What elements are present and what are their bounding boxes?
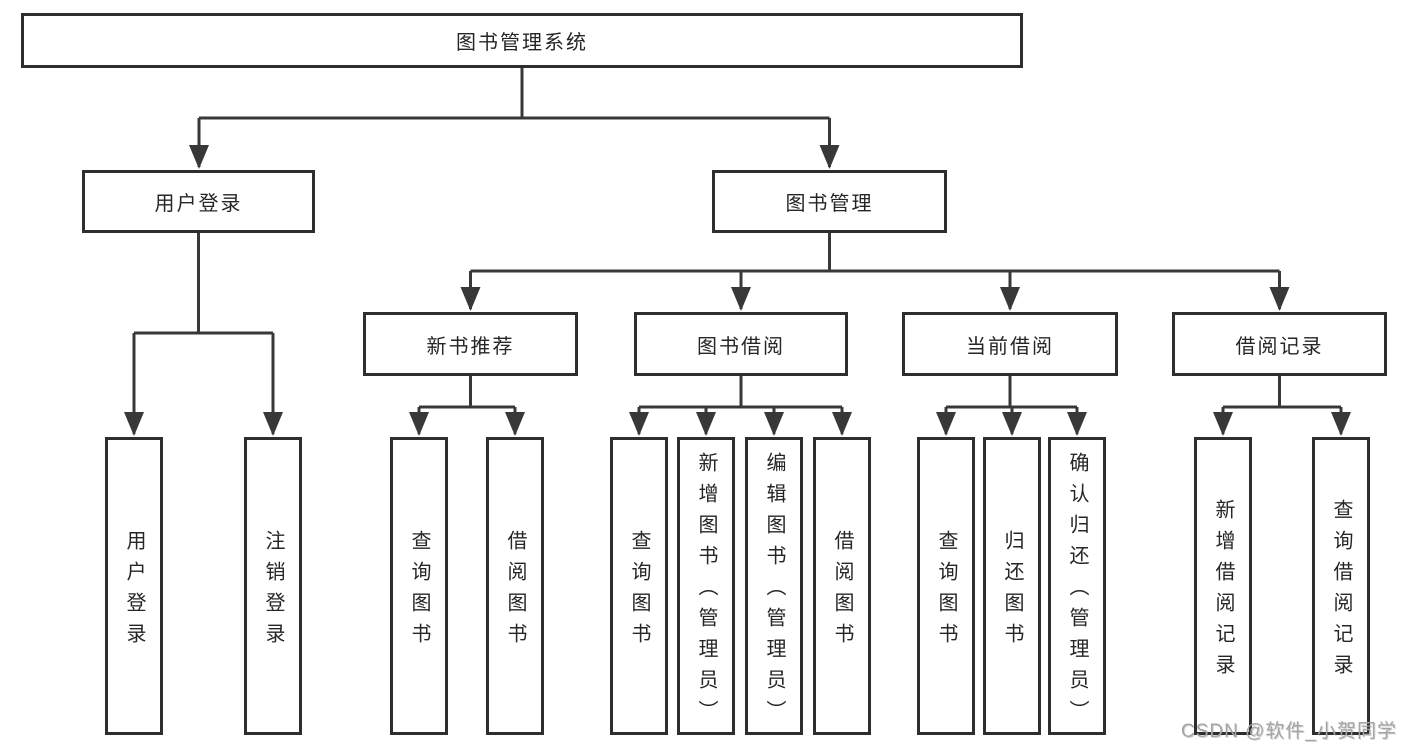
leaf-label: 查询图书 (408, 529, 430, 654)
leaf-query-books: 查询图书 (390, 437, 448, 735)
leaf-confirm-return-admin: 确认归还（管理员） (1048, 437, 1106, 735)
leaf-borrow-books: 借阅图书 (813, 437, 871, 735)
node-label: 图书管理系统 (456, 32, 588, 54)
leaf-return-books: 归还图书 (983, 437, 1041, 735)
node-new-book-recommendation: 新书推荐 (363, 312, 578, 376)
leaf-label: 查询图书 (628, 529, 650, 654)
leaf-label: 新增借阅记录 (1212, 498, 1234, 685)
leaf-label: 查询借阅记录 (1330, 498, 1352, 685)
node-label: 图书借阅 (697, 335, 785, 358)
leaf-label: 新增图书（管理员） (695, 452, 717, 731)
node-label: 新书推荐 (426, 335, 515, 358)
node-book-borrowing: 图书借阅 (634, 312, 848, 376)
leaf-label: 注销登录 (262, 529, 284, 654)
leaf-borrow-books: 借阅图书 (486, 437, 544, 735)
leaf-logout: 注销登录 (244, 437, 302, 735)
node-label: 用户登录 (154, 193, 243, 215)
leaf-label: 归还图书 (1001, 529, 1023, 654)
leaf-user-login: 用户登录 (105, 437, 163, 735)
node-user-login: 用户登录 (82, 170, 315, 233)
leaf-label: 借阅图书 (831, 529, 853, 654)
csdn-watermark: CSDN @软件_小贺同学 (1181, 721, 1397, 742)
leaf-edit-books-admin: 编辑图书（管理员） (745, 437, 803, 735)
leaf-add-books-admin: 新增图书（管理员） (677, 437, 735, 735)
leaf-label: 借阅图书 (504, 529, 526, 654)
node-label: 当前借阅 (966, 335, 1054, 358)
leaf-query-borrow-record: 查询借阅记录 (1312, 437, 1370, 735)
leaf-add-borrow-record: 新增借阅记录 (1194, 437, 1252, 735)
leaf-label: 编辑图书（管理员） (763, 452, 785, 731)
leaf-label: 确认归还（管理员） (1066, 452, 1088, 731)
node-label: 借阅记录 (1235, 335, 1324, 358)
node-label: 图书管理 (785, 193, 874, 215)
node-current-borrowing: 当前借阅 (902, 312, 1118, 376)
leaf-label: 用户登录 (123, 529, 145, 654)
leaf-label: 查询图书 (935, 529, 957, 654)
leaf-query-books: 查询图书 (610, 437, 668, 735)
node-book-management: 图书管理 (712, 170, 947, 233)
node-borrowing-records: 借阅记录 (1172, 312, 1387, 376)
node-library-management-system: 图书管理系统 (21, 13, 1023, 68)
leaf-query-books: 查询图书 (917, 437, 975, 735)
